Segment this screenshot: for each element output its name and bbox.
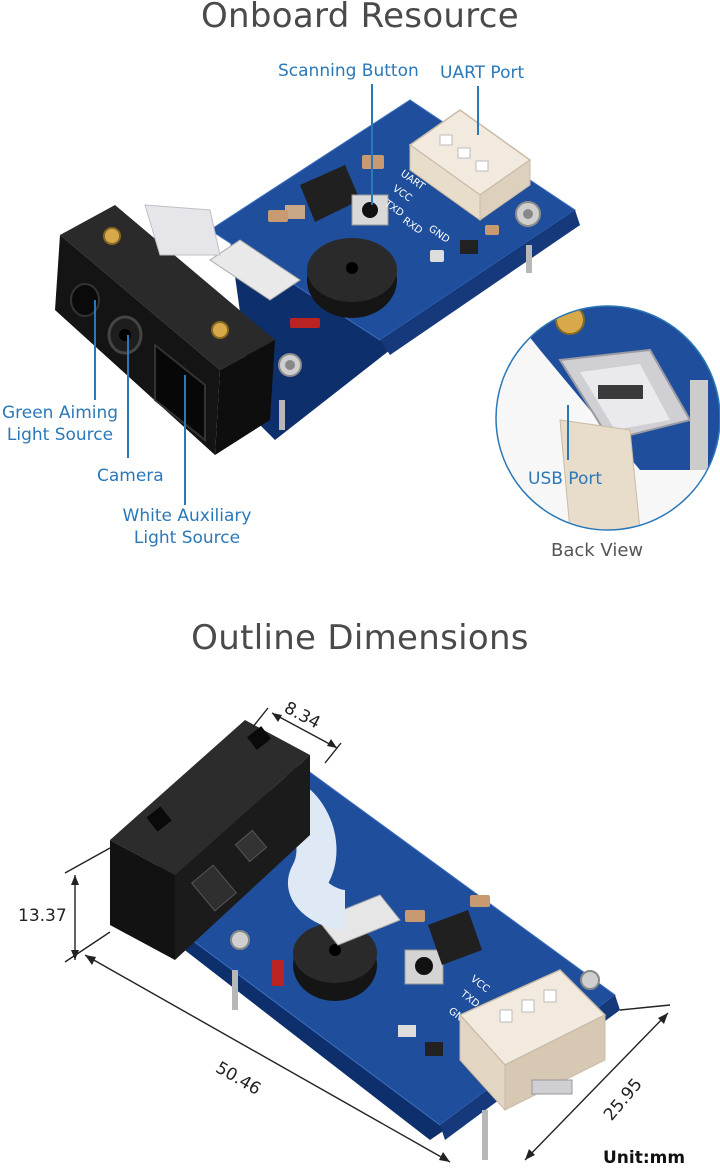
dim-label-height: 13.37 — [18, 906, 67, 926]
dim-ext-height-top — [64, 847, 111, 874]
caption-back-view: Back View — [551, 540, 644, 561]
label-white-auxiliary-light: White Auxiliary Light Source — [112, 505, 262, 549]
label-green-aiming-line2: Light Source — [6, 425, 114, 445]
section-title-outline-dimensions: Outline Dimensions — [191, 618, 529, 658]
label-usb-port: USB Port — [528, 469, 603, 489]
uart-connector-angled — [458, 969, 607, 1112]
scanner-head — [55, 204, 275, 455]
label-white-aux-line1: White Auxiliary — [122, 506, 252, 526]
label-scanning-button: Scanning Button — [278, 61, 419, 81]
dim-ext-depth-1 — [251, 707, 269, 729]
dim-ext-depth-2 — [324, 742, 342, 764]
dimension-lines — [64, 707, 671, 1163]
unit-label: Unit:mm — [603, 1148, 686, 1168]
uart-connector — [408, 109, 532, 221]
section-title-onboard-resource: Onboard Resource — [200, 0, 520, 36]
dim-line-length — [84, 954, 451, 1163]
dim-line-depth — [271, 712, 338, 749]
label-green-aiming-light: Green Aiming Light Source — [0, 402, 120, 446]
leader-lines-top — [94, 84, 479, 505]
back-view-inset — [495, 305, 720, 531]
label-camera: Camera — [97, 466, 164, 486]
dim-ext-height-bottom — [64, 931, 111, 963]
onboard-resource-illustration: UART VCC TXD RXD GND — [55, 84, 720, 531]
label-uart-port: UART Port — [440, 63, 525, 83]
outline-dimensions-illustration: VCC TXD GND — [64, 707, 671, 1163]
label-green-aiming-line1: Green Aiming — [1, 403, 119, 423]
dim-ext-width — [619, 1004, 671, 1011]
dim-line-width — [524, 1012, 669, 1161]
label-white-aux-line2: Light Source — [133, 528, 241, 548]
scanner-module-angled — [110, 720, 310, 960]
